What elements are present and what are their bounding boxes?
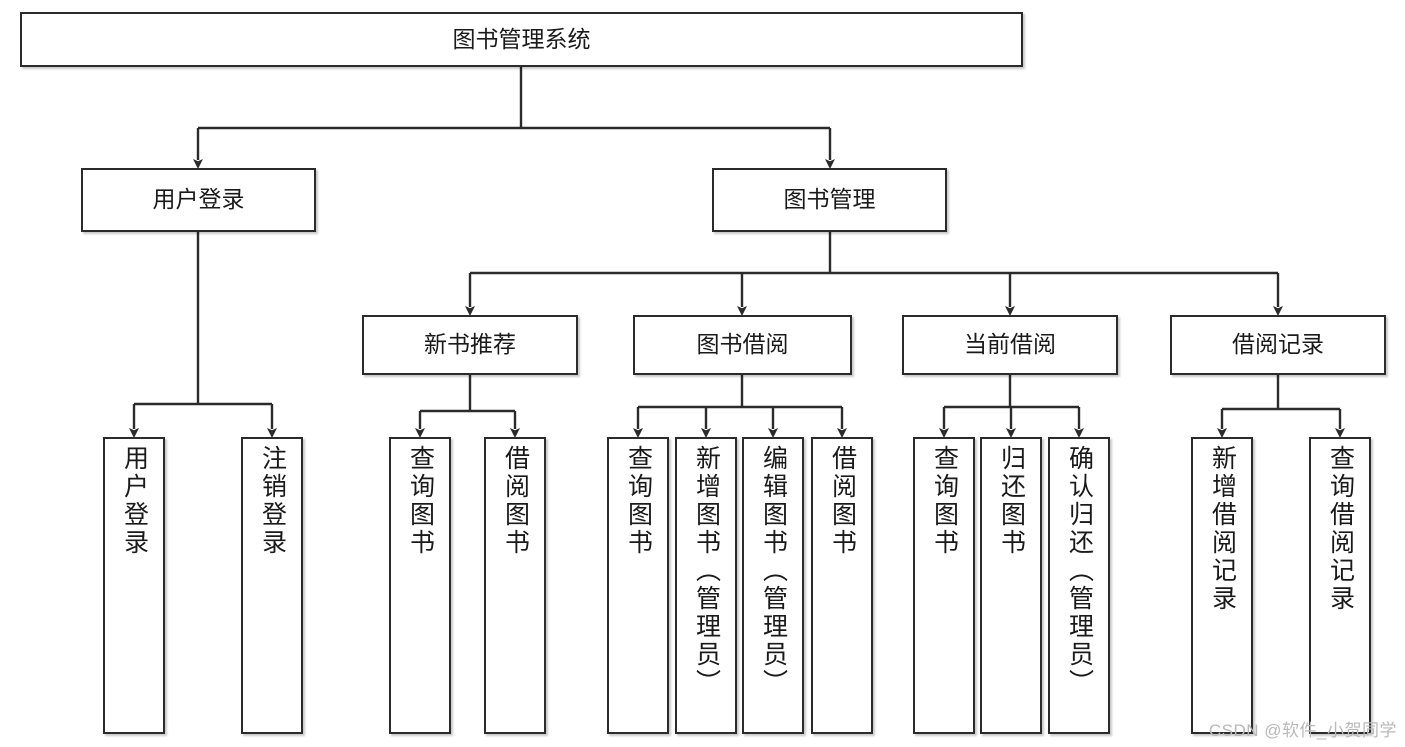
node-user-login[interactable]: 用户登录 [81, 168, 316, 232]
node-label: 借阅记录 [1232, 331, 1324, 358]
node-label: 图书管理 [783, 186, 876, 213]
node-new-book-recommend[interactable]: 新书推荐 [362, 315, 578, 375]
watermark-credit: CSDN @软件_小贺同学 [1208, 721, 1397, 740]
node-label: 当前借阅 [964, 331, 1056, 358]
node-leaf-add-borrow-record[interactable]: 新增借阅记录 [1191, 437, 1253, 734]
node-label: 查询图书 [930, 445, 959, 557]
node-root-system[interactable]: 图书管理系统 [20, 12, 1023, 67]
node-current-borrow[interactable]: 当前借阅 [902, 315, 1118, 375]
node-leaf-edit-book-admin[interactable]: 编辑图书（管理员） [742, 437, 804, 734]
node-label: 用户登录 [120, 445, 149, 557]
node-label: 新书推荐 [424, 331, 516, 358]
node-borrow-record[interactable]: 借阅记录 [1170, 315, 1386, 375]
node-label: 图书管理系统 [452, 25, 591, 52]
node-label: 编辑图书（管理员） [759, 445, 788, 697]
node-leaf-query-book-current[interactable]: 查询图书 [913, 437, 975, 734]
node-leaf-query-book-recommend[interactable]: 查询图书 [389, 437, 451, 734]
node-leaf-borrow-book[interactable]: 借阅图书 [811, 437, 873, 734]
node-leaf-add-book-admin[interactable]: 新增图书（管理员） [675, 437, 737, 734]
node-label: 确认归还（管理员） [1065, 445, 1094, 697]
node-leaf-logout[interactable]: 注销登录 [241, 437, 303, 734]
node-leaf-return-book[interactable]: 归还图书 [980, 437, 1042, 734]
node-label: 新增图书（管理员） [692, 445, 721, 697]
node-label: 查询图书 [624, 445, 653, 557]
node-leaf-query-book-borrow[interactable]: 查询图书 [607, 437, 669, 734]
node-label: 用户登录 [152, 186, 245, 213]
node-label: 查询图书 [406, 445, 435, 557]
node-label: 借阅图书 [501, 445, 530, 557]
node-label: 借阅图书 [828, 445, 857, 557]
node-label: 查询借阅记录 [1326, 445, 1355, 613]
node-leaf-confirm-return-admin[interactable]: 确认归还（管理员） [1048, 437, 1110, 734]
node-label: 图书借阅 [696, 331, 789, 358]
node-book-management[interactable]: 图书管理 [712, 168, 947, 232]
node-book-borrow[interactable]: 图书借阅 [633, 315, 852, 375]
node-leaf-user-login[interactable]: 用户登录 [103, 437, 165, 734]
node-label: 归还图书 [997, 445, 1026, 557]
node-label: 注销登录 [258, 445, 287, 557]
node-label: 新增借阅记录 [1208, 445, 1237, 613]
node-leaf-query-borrow-record[interactable]: 查询借阅记录 [1309, 437, 1371, 734]
node-leaf-borrow-book-recommend[interactable]: 借阅图书 [484, 437, 546, 734]
